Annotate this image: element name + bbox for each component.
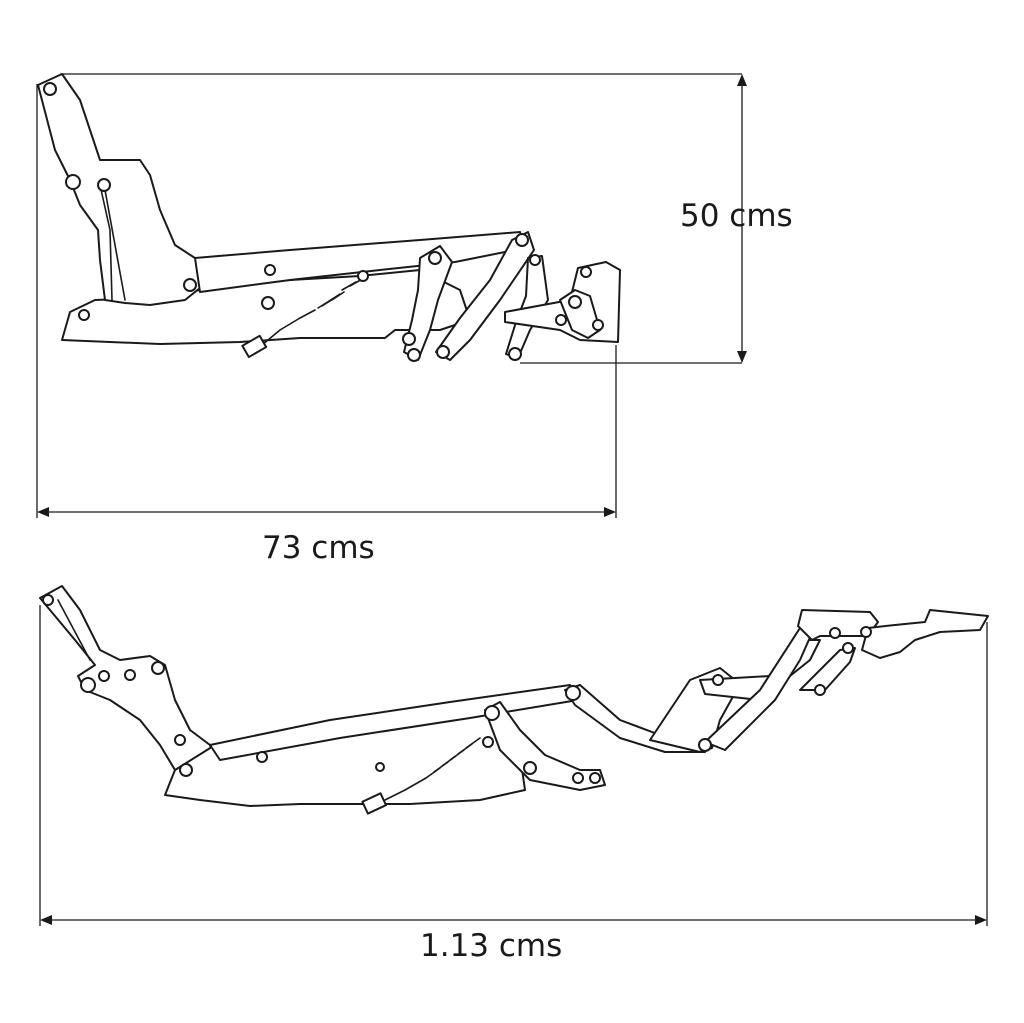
closed-link-b (435, 231, 535, 361)
height-dimension (60, 73, 747, 364)
closed-pivots (43, 82, 604, 362)
open-width-dimension (39, 605, 988, 926)
open-link-a (484, 701, 606, 791)
open-toe-plate (861, 609, 989, 659)
closed-width-dimension (36, 84, 617, 518)
open-link-e (704, 625, 816, 751)
open-pivots (42, 594, 872, 784)
width-open-label: 1.13 cms (420, 928, 563, 964)
closed-long-bar (194, 231, 526, 293)
closed-mechanism-drawing (37, 73, 621, 362)
open-spring (361, 737, 481, 815)
closed-link-a (403, 245, 453, 361)
width-closed-label: 73 cms (262, 530, 375, 566)
closed-spring (241, 277, 365, 359)
open-upper-footrest (797, 609, 879, 641)
open-mechanism-drawing (39, 585, 989, 815)
height-closed-label: 50 cms (680, 198, 793, 234)
